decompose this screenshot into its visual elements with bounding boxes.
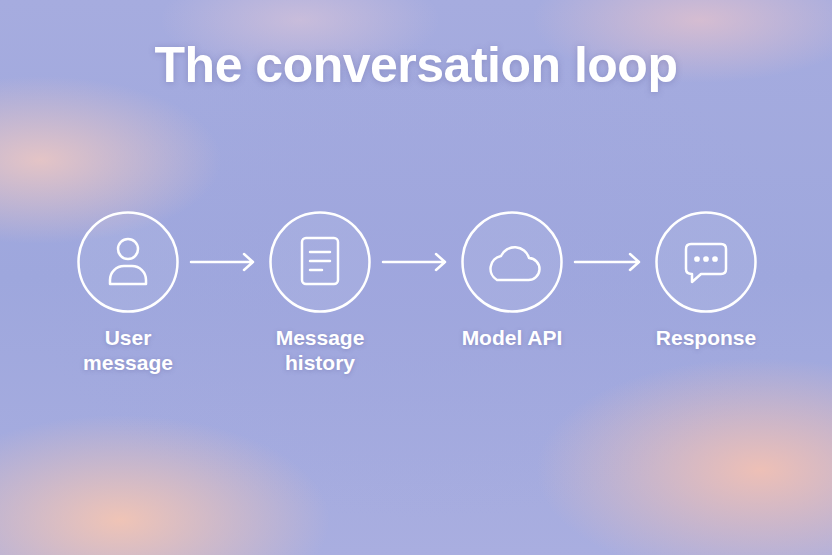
step-circle: Model API [461,211,563,313]
step-circle: Response [655,211,757,313]
flow-arrow [383,254,445,270]
document-icon [302,238,338,284]
step-label: Response [621,325,791,350]
chat-bubble-icon [686,244,726,282]
circle-outline [461,211,563,313]
flow-arrow [575,254,639,270]
circle-outline [655,211,757,313]
step-label: Model API [427,325,597,350]
circle-outline [269,211,371,313]
step-circle: User message [77,211,179,313]
person-icon [110,239,146,284]
cloud-icon [491,247,540,280]
circle-outline [77,211,179,313]
step-label: User message [76,325,180,375]
diagram-title: The conversation loop [0,36,832,94]
step-circle: Message history [269,211,371,313]
flow-arrow [191,254,253,270]
step-label: Message history [268,325,372,375]
